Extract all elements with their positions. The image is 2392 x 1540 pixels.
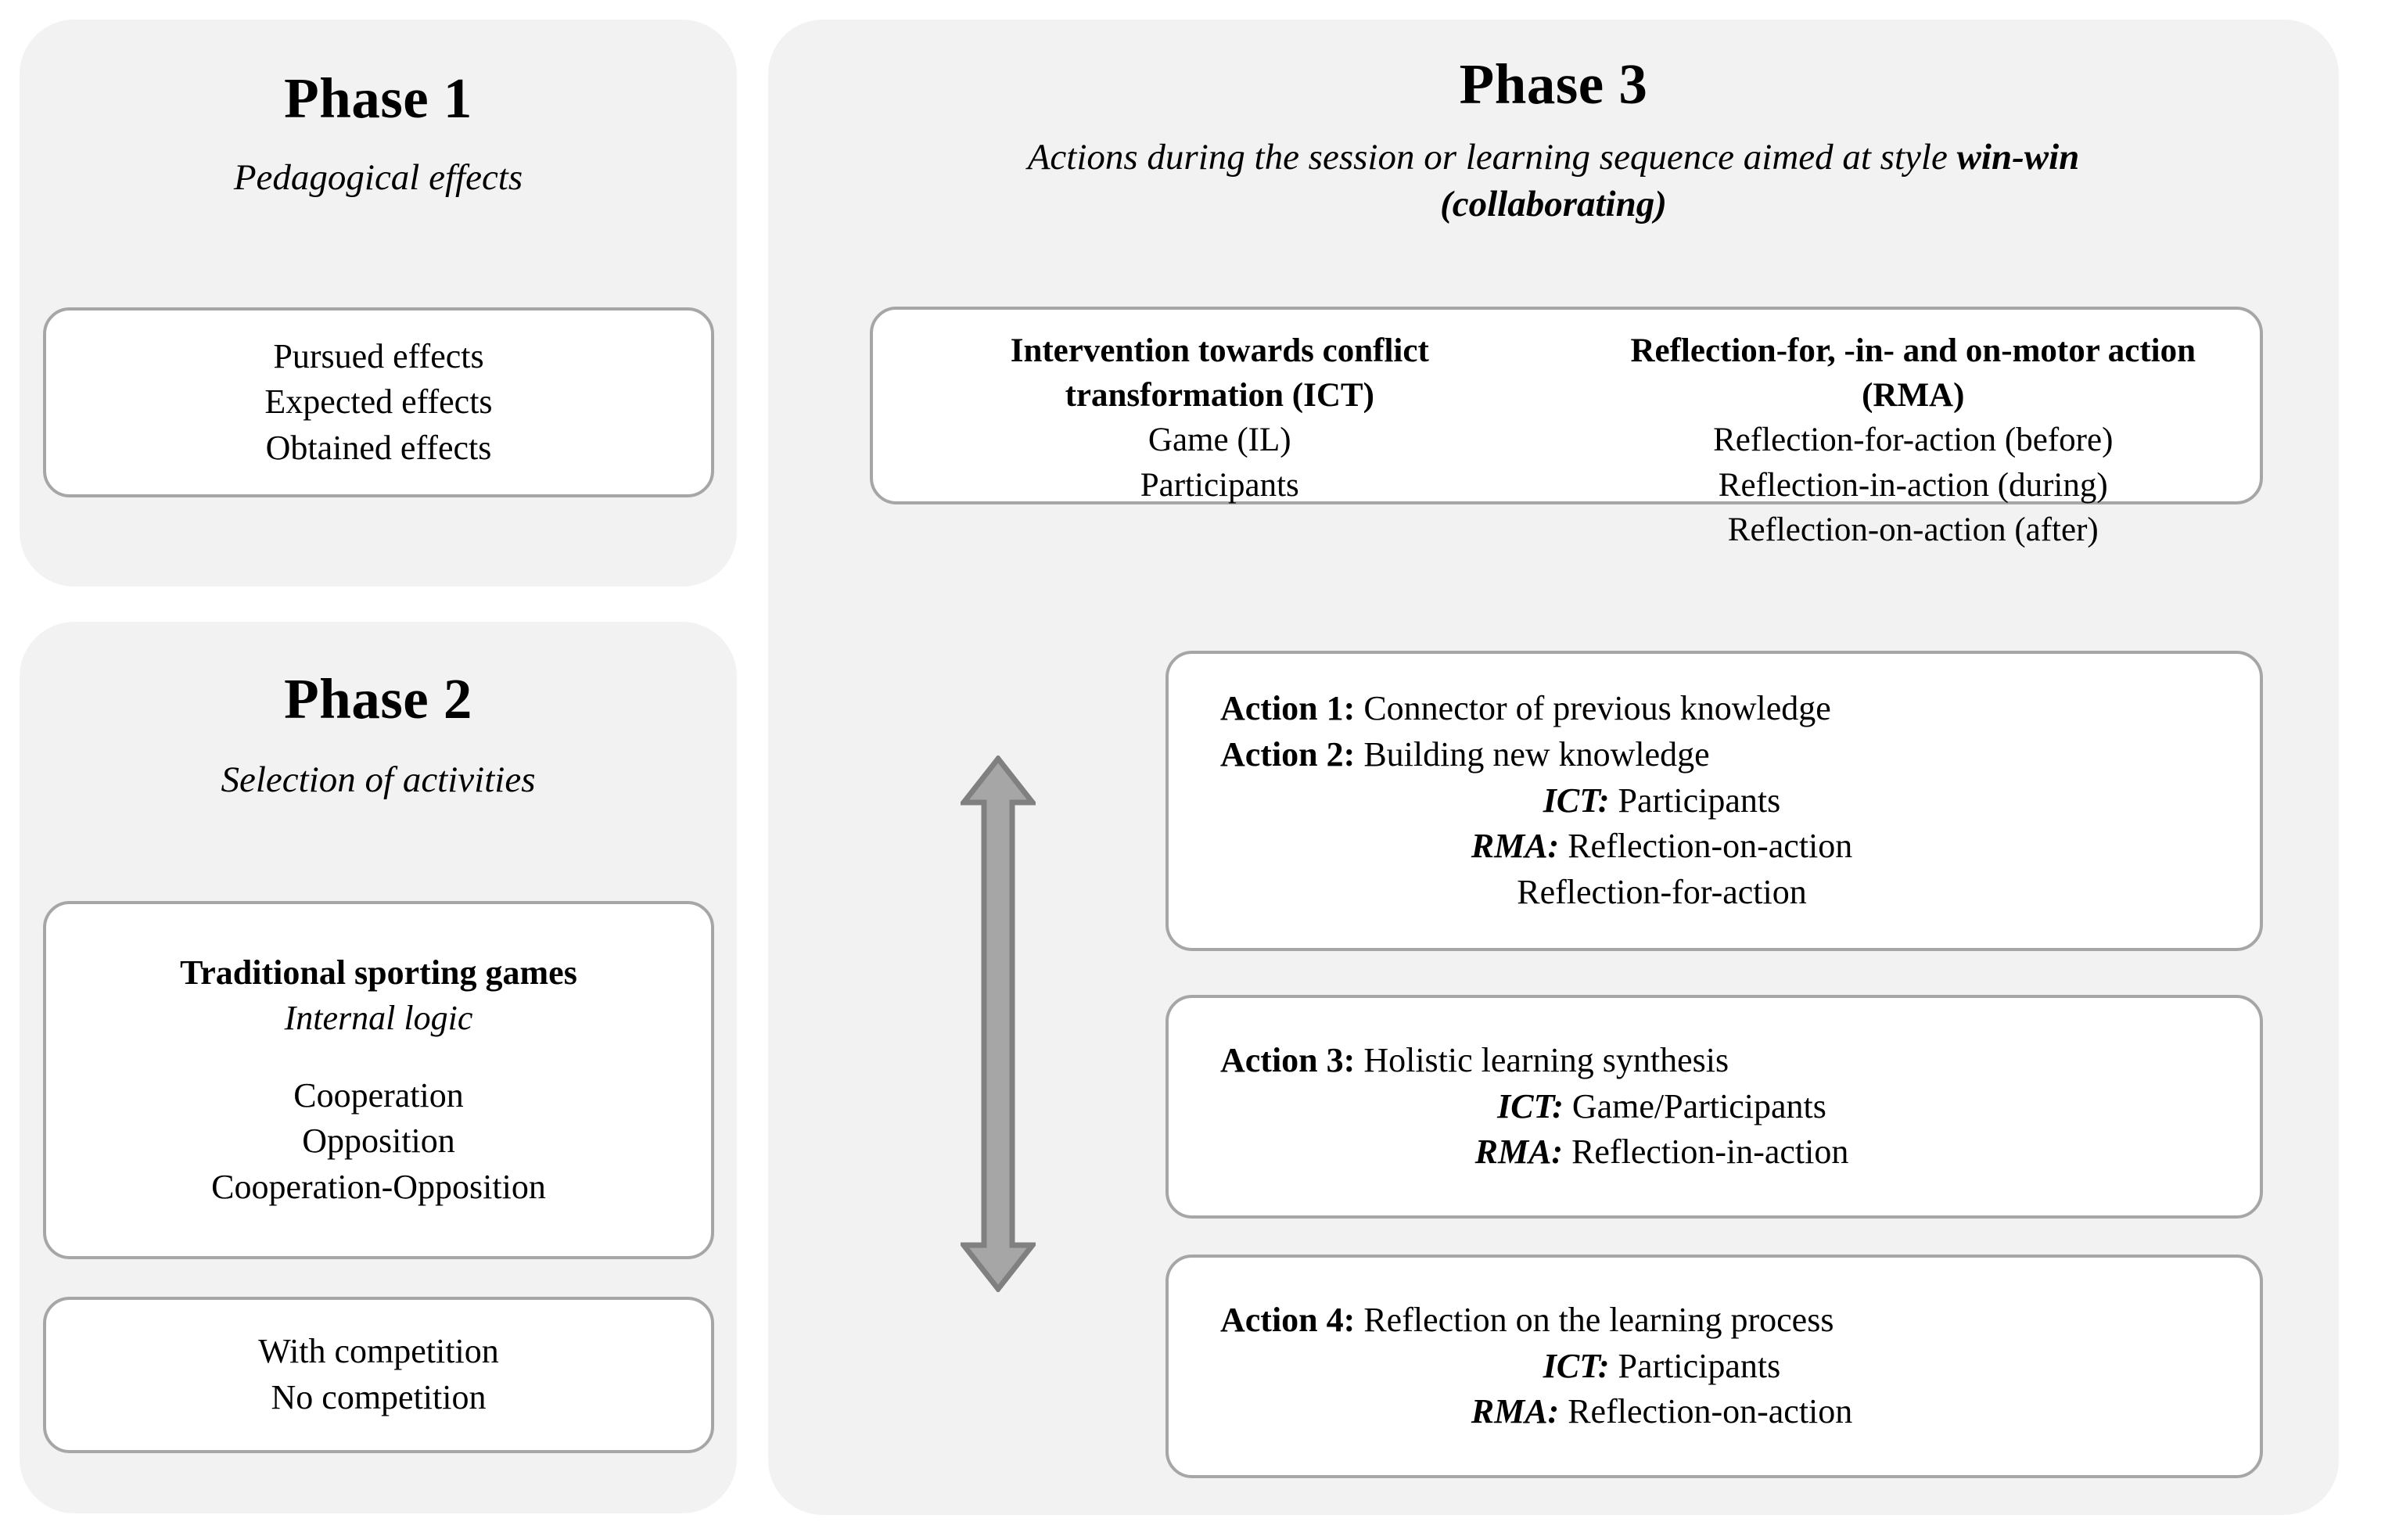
action-row: Action 4: Reflection on the learning pro… [1220,1298,2229,1344]
action-row: ICT: Participants [1220,1344,2229,1390]
phase-2-traditional-games-card: Traditional sporting games Internal logi… [43,901,714,1259]
ict-column: Intervention towards conflict transforma… [873,328,1567,508]
rma-heading: Reflection-for, -in- and on-motor action… [1630,332,2196,415]
phase-2-subtitle: Selection of activities [221,759,536,800]
action-row-text: Building new knowledge [1355,734,1710,774]
phase-1-effects-card: Pursued effects Expected effects Obtaine… [43,307,714,497]
list-item: Pursued effects [273,336,484,375]
action-row: Reflection-for-action [1220,870,2229,916]
action-row-text: Participants [1609,781,1781,820]
list-item: Participants [1140,466,1299,504]
action-row: RMA: Reflection-on-action [1220,1389,2229,1435]
phase-3-subtitle: Actions during the session or learning s… [768,134,2339,228]
spacer [46,1042,711,1073]
action-row-label: Action 1: [1220,689,1356,728]
list-item: Obtained effects [265,428,492,467]
list-item: Opposition [302,1122,455,1161]
action-row-text: Participants [1609,1346,1781,1385]
rma-column: Reflection-for, -in- and on-motor action… [1567,328,2261,552]
action-row: Action 2: Building new knowledge [1220,732,2229,778]
list-item: No competition [271,1378,487,1416]
action-card-1: Action 1: Connector of previous knowledg… [1165,651,2263,951]
action-row-label: RMA: [1471,827,1560,866]
phase-3-title: Phase 3 [1459,52,1648,116]
vertical-double-headed-arrow-icon [961,756,1036,1292]
action-row-text: Game/Participants [1563,1086,1826,1125]
list-item: Expected effects [264,382,493,422]
action-row-label: RMA: [1474,1133,1564,1172]
action-row-label: ICT: [1543,1346,1610,1385]
action-row: RMA: Reflection-in-action [1220,1129,2229,1176]
action-row-label: Action 2: [1220,734,1356,774]
action-row-label: RMA: [1471,1392,1560,1431]
list-item: Reflection-for-action (before) [1713,422,2114,459]
list-item: Reflection-in-action (during) [1718,466,2108,504]
action-row: Action 1: Connector of previous knowledg… [1220,686,2229,732]
action-row: ICT: Game/Participants [1220,1084,2229,1130]
list-item: Cooperation [293,1075,464,1115]
action-row-label: ICT: [1543,781,1610,820]
list-item: Cooperation-Opposition [211,1167,546,1206]
action-row-text: Reflection on the learning process [1355,1300,1834,1339]
action-row-label: Action 3: [1220,1040,1356,1079]
list-item: Game (IL) [1148,422,1291,459]
phase-3-header-card: Intervention towards conflict transforma… [870,307,2263,548]
phase-1-title: Phase 1 [284,66,472,130]
action-row-label: Action 4: [1220,1300,1356,1339]
action-row: ICT: Participants [1220,778,2229,824]
phase-1-panel: Phase 1 Pedagogical effects [20,20,737,587]
phase-1-subtitle: Pedagogical effects [233,156,523,198]
action-row: RMA: Reflection-on-action [1220,824,2229,870]
ict-heading: Intervention towards conflict transforma… [1010,332,1429,415]
action-row-text: Reflection-in-action [1563,1133,1849,1172]
list-item: With competition [258,1332,499,1371]
action-row-text: Reflection-for-action [1517,873,1807,912]
card-subheading: Internal logic [284,999,473,1038]
phase-2-competition-card: With competition No competition [43,1297,714,1453]
action-row-text: Holistic learning synthesis [1355,1040,1729,1079]
phase-3-subtitle-emphasis: win-win (collaborating) [1440,136,2080,224]
action-row-text: Reflection-on-action [1559,827,1853,866]
action-card-3: Action 4: Reflection on the learning pro… [1165,1255,2263,1478]
action-row: Action 3: Holistic learning synthesis [1220,1038,2229,1084]
action-row-text: Connector of previous knowledge [1355,689,1831,728]
list-item: Reflection-on-action (after) [1727,511,2099,548]
phase-2-title: Phase 2 [284,667,472,731]
action-row-label: ICT: [1497,1086,1564,1125]
card-heading: Traditional sporting games [180,953,577,992]
action-row-text: Reflection-on-action [1559,1392,1853,1431]
phase-3-subtitle-plain: Actions during the session or learning s… [1027,136,1957,178]
